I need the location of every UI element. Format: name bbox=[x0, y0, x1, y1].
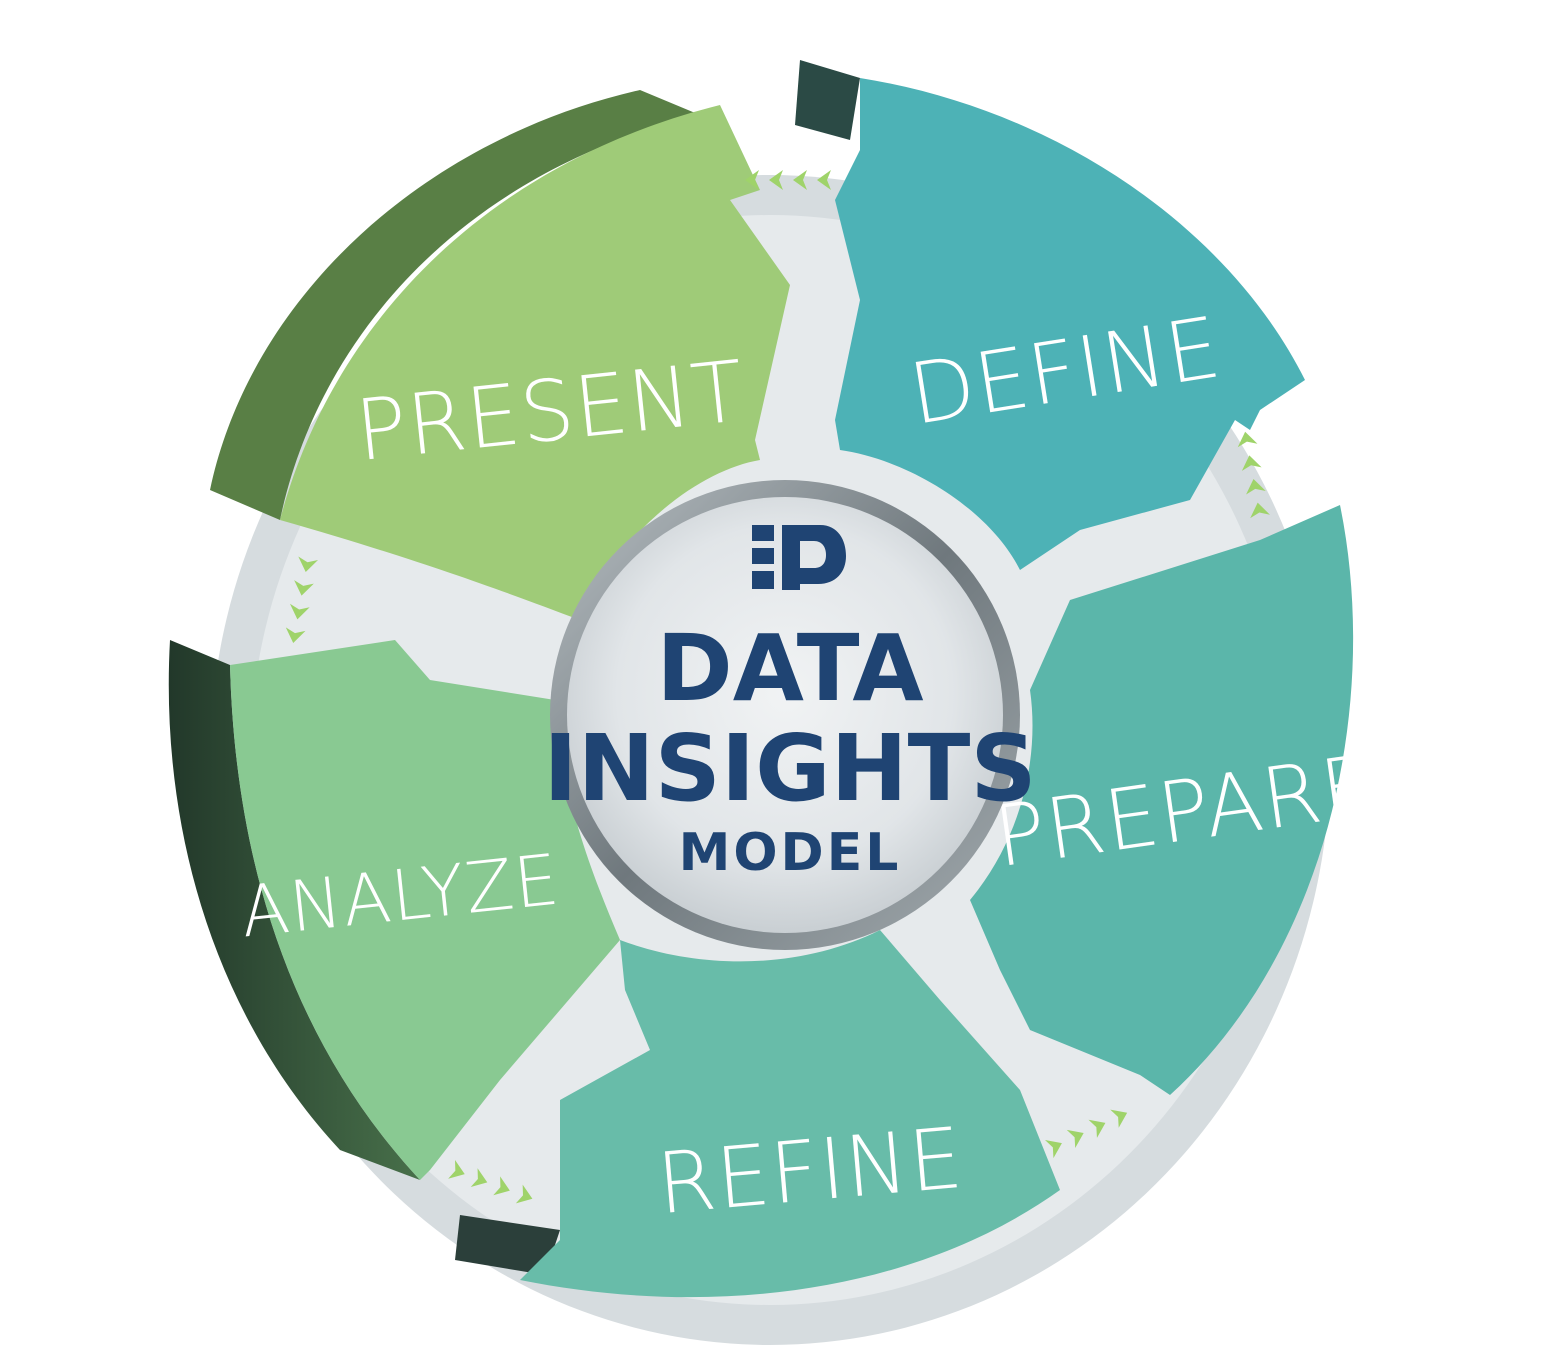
segment-define[interactable]: DEFINE bbox=[835, 78, 1305, 570]
data-insights-logo-icon bbox=[752, 525, 846, 590]
hub-title-line1: DATA bbox=[656, 615, 923, 722]
chevrons-left bbox=[285, 556, 318, 643]
segment-refine[interactable]: REFINE bbox=[520, 930, 1060, 1298]
segment-prepare[interactable]: PREPARE bbox=[970, 505, 1382, 1095]
flow-chevrons bbox=[285, 170, 1270, 1204]
chevrons-bottom-right bbox=[1045, 1109, 1128, 1159]
segment-present[interactable]: PRESENT bbox=[280, 105, 790, 620]
chevrons-right bbox=[1237, 431, 1270, 519]
hub-title-line3: MODEL bbox=[679, 823, 902, 883]
chevrons-top bbox=[745, 170, 831, 190]
segment-analyze[interactable]: ANALYZE bbox=[230, 640, 620, 1180]
wheel-side-edge bbox=[168, 60, 860, 1275]
chevrons-bottom-left bbox=[448, 1160, 533, 1204]
hub-title-line2: INSIGHTS bbox=[543, 715, 1036, 822]
hub: DATA INSIGHTS MODEL bbox=[543, 480, 1037, 950]
